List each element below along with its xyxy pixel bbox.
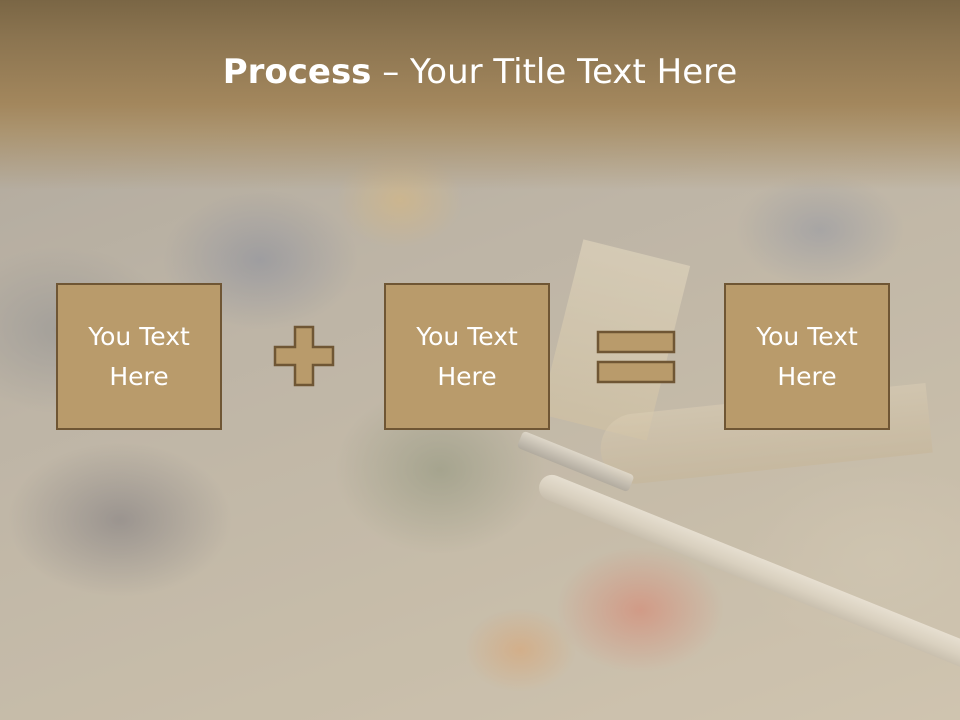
process-box-1-line1: You Text (88, 321, 190, 351)
process-box-2[interactable]: You Text Here (384, 283, 550, 430)
title-bold-text: Process (222, 52, 372, 92)
plus-icon (273, 325, 335, 387)
process-box-1[interactable]: You Text Here (56, 283, 222, 430)
slide-title[interactable]: Process – Your Title Text Here (0, 52, 960, 92)
process-box-3-line1: You Text (756, 321, 858, 351)
process-box-2-line2: Here (437, 361, 497, 391)
process-box-3-line2: Here (777, 361, 837, 391)
process-box-1-line2: Here (109, 361, 169, 391)
process-box-3[interactable]: You Text Here (724, 283, 890, 430)
title-rest-text: – Your Title Text Here (371, 52, 738, 92)
process-box-2-line1: You Text (416, 321, 518, 351)
title-band (0, 0, 960, 190)
equals-icon (596, 330, 676, 384)
